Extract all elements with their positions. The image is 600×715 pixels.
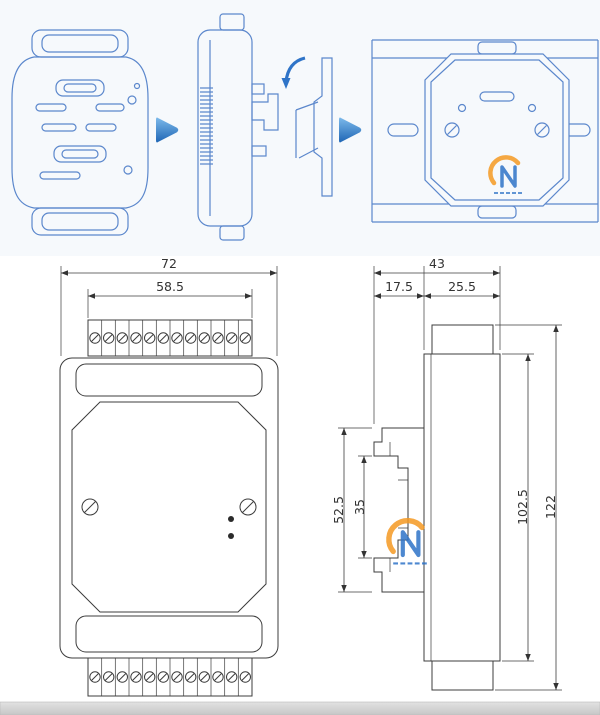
face-handle-bottom [53, 145, 107, 163]
dim-label-58-5: 58.5 [156, 279, 184, 294]
dim-label-35: 35 [352, 499, 367, 515]
mount-screw [444, 122, 460, 138]
dim-label-17-5: 17.5 [385, 279, 413, 294]
rail-mounted-sketch [371, 39, 599, 223]
module-body-outline [11, 56, 149, 209]
din-clip-piece [295, 101, 319, 159]
face-slot [35, 103, 67, 112]
front-screw-left-slot [84, 501, 96, 513]
face-slot [39, 171, 81, 180]
face-hole [127, 95, 137, 105]
face-handle-bottom-slot [61, 149, 99, 159]
installation-row [11, 13, 599, 241]
face-hole [527, 103, 537, 113]
rail-cross-section [313, 57, 333, 197]
mount-screw-slot [537, 125, 547, 135]
mount-screw [534, 122, 550, 138]
clip-lug-top [251, 83, 265, 95]
led-indicator [228, 516, 234, 522]
face-hole [457, 103, 467, 113]
terminal-block-top [87, 319, 253, 357]
front-screw-right [239, 498, 257, 516]
dim-label-43: 43 [429, 256, 445, 271]
side-bottom-cap [431, 660, 494, 691]
dim-label-52-5: 52.5 [331, 496, 346, 524]
face-hole [123, 165, 133, 175]
face-handle-top [55, 79, 105, 97]
front-screw-right-slot [242, 501, 254, 513]
front-bottom-panel [75, 615, 263, 653]
rail-outer-edges [371, 39, 599, 223]
clip-lug-bottom [251, 145, 267, 157]
extension-lines-top [373, 266, 501, 424]
face-slot [85, 123, 117, 132]
dimension-labels: 72 58.5 43 17.5 25.5 52.5 35 102.5 122 [156, 256, 558, 525]
din-clip-profile [373, 427, 424, 593]
dim-label-122: 122 [543, 495, 558, 519]
module-bottom-tab [477, 205, 517, 219]
face-handle-top-slot [63, 83, 97, 93]
module-side-sketch [197, 13, 333, 241]
bottom-cover-rib [31, 207, 129, 236]
face-slot [95, 103, 125, 112]
module-octagon-inner [430, 59, 564, 201]
front-top-panel [75, 363, 263, 397]
top-cover-rib [31, 29, 129, 58]
terminal-dividers [101, 658, 239, 696]
clip-hook [251, 93, 279, 131]
din-clip-details [389, 442, 408, 572]
bottom-section-background [0, 256, 600, 703]
front-octagon-plate [71, 401, 267, 613]
front-screw-left [81, 498, 99, 516]
terminal-dividers [101, 320, 239, 356]
side-rib-hatching [200, 87, 213, 165]
bottom-cover-rib-inner [41, 212, 119, 231]
top-cover-rib-inner [41, 34, 119, 53]
extension-lines-72 [60, 266, 278, 356]
module-octagon-outline [424, 53, 570, 207]
mount-screw-slot [447, 125, 457, 135]
extension-lines-122 [495, 324, 562, 691]
rotate-arrow-head [281, 78, 291, 89]
face-hole [133, 82, 141, 90]
side-bottom-tab [219, 225, 245, 241]
rail-slot [387, 123, 419, 137]
terminal-block-bottom [87, 657, 253, 697]
side-dimension-drawing [338, 266, 562, 691]
dim-label-102-5: 102.5 [515, 489, 530, 525]
dim-label-25-5: 25.5 [448, 279, 476, 294]
front-dimension-drawing [59, 266, 279, 697]
module-front-sketch [11, 29, 149, 236]
face-slot [41, 123, 77, 132]
led-indicator [228, 533, 234, 539]
footer-strip [0, 701, 600, 715]
face-slot [479, 91, 515, 102]
module-top-tab [477, 41, 517, 55]
dim-label-72: 72 [161, 256, 177, 271]
